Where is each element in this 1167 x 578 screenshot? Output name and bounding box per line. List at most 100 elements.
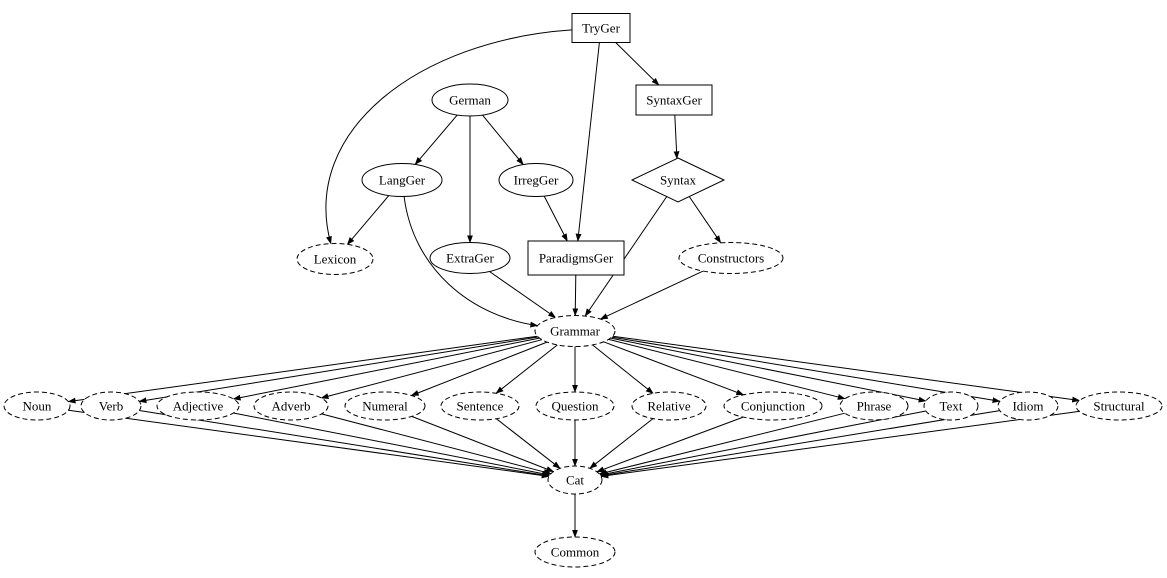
node-label-Noun: Noun bbox=[23, 399, 52, 414]
edge-TryGer-SyntaxGer bbox=[615, 42, 660, 86]
node-label-Common: Common bbox=[551, 545, 600, 560]
edge-Idiom-Cat bbox=[600, 410, 1000, 478]
node-shape-Adverb bbox=[253, 391, 329, 421]
node-shape-Noun bbox=[3, 391, 71, 421]
node-IrregGer: IrregGer bbox=[498, 163, 574, 197]
node-label-Constructors: Constructors bbox=[698, 251, 764, 266]
node-Verb: Verb bbox=[80, 391, 142, 421]
node-shape-Adjective bbox=[156, 391, 240, 421]
node-shape-Question bbox=[535, 391, 615, 421]
edge-LangGer-Lexicon bbox=[346, 195, 390, 246]
node-Conjunction: Conjunction bbox=[723, 391, 823, 421]
edge-SyntaxGer-Syntax bbox=[673, 114, 680, 160]
edge-German-IrregGer bbox=[482, 114, 524, 166]
edge-Grammar-Relative bbox=[592, 344, 654, 394]
node-label-Structural: Structural bbox=[1093, 399, 1145, 414]
node-label-ParadigmsGer: ParadigmsGer bbox=[539, 251, 614, 266]
edge-LangGer-Grammar bbox=[403, 196, 539, 328]
node-shape-German bbox=[431, 83, 509, 117]
edge-Grammar-Noun bbox=[67, 335, 538, 404]
edge-Grammar-Adverb bbox=[320, 339, 543, 400]
edge-Text-Cat bbox=[599, 410, 926, 477]
edge-Grammar-Idiom bbox=[611, 336, 1001, 404]
edge-Constructors-Grammar bbox=[599, 270, 704, 320]
node-Lexicon: Lexicon bbox=[296, 243, 374, 275]
node-shape-Grammar bbox=[534, 315, 616, 347]
node-label-Verb: Verb bbox=[99, 399, 124, 414]
edge-Phrase-Cat bbox=[598, 412, 846, 476]
node-Constructors: Constructors bbox=[678, 242, 784, 274]
edge-Grammar-Verb bbox=[138, 336, 539, 404]
node-LangGer: LangGer bbox=[361, 163, 443, 197]
node-shape-LangGer bbox=[361, 163, 443, 197]
node-Relative: Relative bbox=[631, 391, 707, 421]
node-shape-TryGer bbox=[571, 13, 631, 43]
node-ExtraGer: ExtraGer bbox=[429, 242, 511, 274]
node-label-Idiom: Idiom bbox=[1012, 399, 1043, 414]
edge-ExtraGer-Grammar bbox=[489, 271, 557, 318]
node-label-Phrase: Phrase bbox=[857, 399, 892, 414]
node-shape-Verb bbox=[80, 391, 142, 421]
edge-Adjective-Cat bbox=[233, 412, 551, 477]
edge-Grammar-Sentence bbox=[495, 344, 558, 394]
node-Grammar: Grammar bbox=[534, 315, 616, 347]
node-shape-Lexicon bbox=[296, 243, 374, 275]
edge-TryGer-ParadigmsGer bbox=[575, 42, 600, 242]
node-label-IrregGer: IrregGer bbox=[514, 173, 559, 188]
edge-Noun-Cat bbox=[68, 409, 550, 479]
node-label-Sentence: Sentence bbox=[457, 399, 504, 414]
edge-Syntax-Constructors bbox=[688, 196, 722, 244]
node-label-SyntaxGer: SyntaxGer bbox=[646, 93, 702, 108]
node-Adverb: Adverb bbox=[253, 391, 329, 421]
node-Adjective: Adjective bbox=[156, 391, 240, 421]
node-Text: Text bbox=[923, 391, 979, 421]
node-label-Cat: Cat bbox=[566, 473, 584, 488]
node-shape-Relative bbox=[631, 391, 707, 421]
node-Common: Common bbox=[534, 536, 616, 568]
node-label-Grammar: Grammar bbox=[550, 324, 600, 339]
edge-ParadigmsGer-Grammar bbox=[572, 274, 579, 317]
node-shape-Syntax bbox=[630, 157, 726, 203]
edge-Grammar-Structural bbox=[612, 335, 1081, 403]
node-Cat: Cat bbox=[547, 465, 603, 495]
node-shape-ExtraGer bbox=[429, 242, 511, 274]
edge-Relative-Cat bbox=[589, 418, 654, 469]
node-label-Conjunction: Conjunction bbox=[741, 399, 806, 414]
node-shape-Sentence bbox=[440, 391, 520, 421]
node-label-German: German bbox=[449, 93, 491, 108]
node-label-Question: Question bbox=[552, 399, 599, 414]
edge-Grammar-Text bbox=[610, 337, 927, 403]
node-shape-Numeral bbox=[344, 391, 426, 421]
node-shape-Phrase bbox=[839, 391, 909, 421]
node-label-Adverb: Adverb bbox=[272, 399, 311, 414]
edge-Grammar-Adjective bbox=[232, 337, 540, 401]
edge-Grammar-Conjunction bbox=[603, 341, 745, 396]
edge-German-LangGer bbox=[414, 114, 458, 166]
node-Sentence: Sentence bbox=[440, 391, 520, 421]
node-ParadigmsGer: ParadigmsGer bbox=[527, 240, 625, 276]
node-German: German bbox=[431, 83, 509, 117]
node-SyntaxGer: SyntaxGer bbox=[635, 84, 713, 116]
node-Syntax: Syntax bbox=[630, 157, 726, 203]
node-label-Syntax: Syntax bbox=[660, 173, 697, 188]
node-shape-SyntaxGer bbox=[635, 84, 713, 116]
node-label-ExtraGer: ExtraGer bbox=[446, 251, 494, 266]
edge-TryGer-Lexicon bbox=[325, 29, 573, 245]
node-shape-Constructors bbox=[678, 242, 784, 274]
edge-Sentence-Cat bbox=[495, 418, 561, 469]
node-shape-Conjunction bbox=[723, 391, 823, 421]
edge-IrregGer-ParadigmsGer bbox=[543, 195, 568, 242]
edge-Conjunction-Cat bbox=[596, 416, 744, 473]
node-Numeral: Numeral bbox=[344, 391, 426, 421]
node-Idiom: Idiom bbox=[997, 391, 1059, 421]
node-label-TryGer: TryGer bbox=[582, 21, 620, 36]
node-TryGer: TryGer bbox=[571, 13, 631, 43]
node-Noun: Noun bbox=[3, 391, 71, 421]
node-Phrase: Phrase bbox=[839, 391, 909, 421]
node-label-Text: Text bbox=[940, 399, 963, 414]
edge-Structural-Cat bbox=[600, 410, 1080, 479]
node-shape-Structural bbox=[1075, 391, 1163, 421]
